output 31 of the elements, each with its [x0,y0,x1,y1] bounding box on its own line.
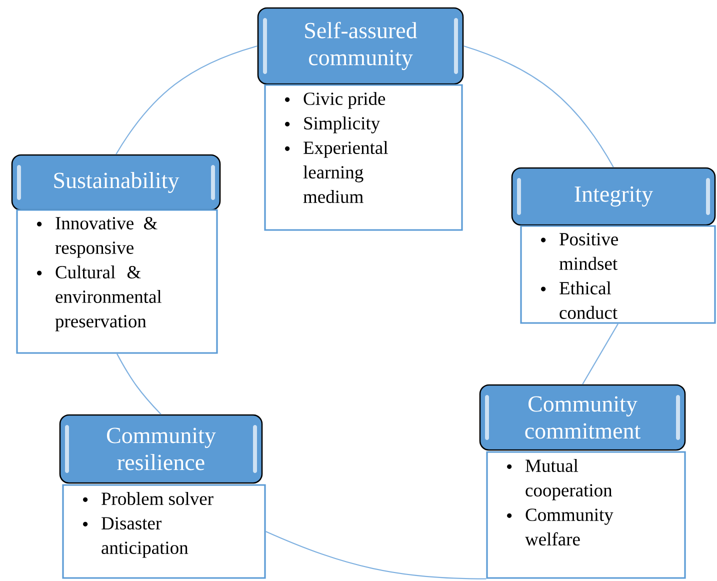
heading-box [257,7,464,85]
list-box [62,484,266,579]
list-item: Cultural & environmental preservation [37,265,162,332]
circle-arc [582,324,618,385]
heading-box [479,384,686,451]
circle-arc [266,531,486,580]
heading: Community resilience [107,428,216,470]
list-item: Simplicity [285,116,380,134]
circle-arc [463,45,614,168]
list-item: Positive mindset [541,233,618,270]
list-item: Community welfare [507,508,614,546]
circle-arc [116,354,162,415]
list-item: Civic pride [285,92,386,109]
list-box [16,209,218,354]
list-item: Mutual cooperation [507,459,612,500]
list-box [520,225,716,324]
list-item: Disaster anticipation [83,517,188,558]
list-item: Innovative & responsive [37,217,158,258]
list-item: Ethical conduct [541,281,618,319]
heading-box [511,167,716,226]
heading-box [11,154,221,211]
heading: Community commitment [525,396,641,439]
list-box [486,451,686,579]
list-item: Problem solver [83,492,214,506]
list-item: Experiental learning medium [285,141,388,204]
list-box [264,84,463,231]
heading: Integrity [574,186,654,207]
circle-arc [116,45,258,155]
heading: Sustainability [54,172,180,193]
heading: Self-assured community [305,22,418,70]
heading-box [59,414,263,484]
